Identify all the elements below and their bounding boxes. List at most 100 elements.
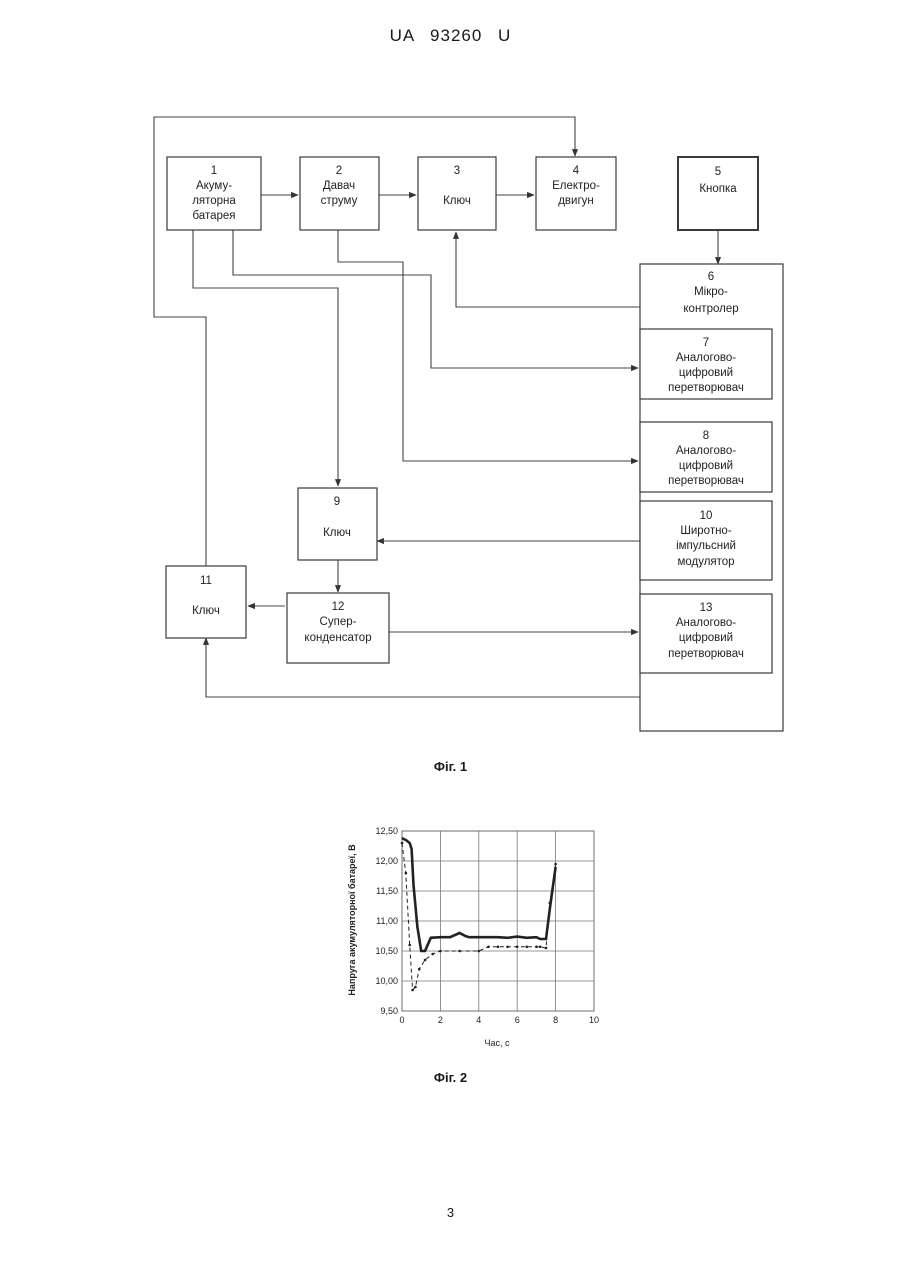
line-2-to-8	[338, 230, 638, 461]
block-8-adc: 8 Аналогово- цифровий перетворювач	[640, 422, 772, 492]
chart-point	[458, 950, 461, 953]
svg-text:Мікро-: Мікро-	[694, 286, 728, 298]
svg-text:Ключ: Ключ	[323, 527, 351, 539]
chart-point	[411, 989, 414, 992]
svg-text:імпульсний: імпульсний	[676, 540, 736, 552]
svg-text:4: 4	[573, 165, 580, 177]
svg-text:Аналогово-: Аналогово-	[676, 352, 736, 364]
block-2-current-sensor: 2 Давач струму	[300, 157, 379, 230]
line-1-to-9	[193, 230, 338, 486]
svg-text:конденсатор: конденсатор	[304, 632, 371, 644]
page-number: 3	[0, 1205, 901, 1220]
block-10-pwm: 10 Широтно- імпульсний модулятор	[640, 501, 772, 580]
block-11-switch: 11 Ключ	[166, 566, 246, 638]
chart-point	[487, 946, 490, 949]
svg-text:12: 12	[332, 601, 345, 613]
chart-y-tick-label: 10,50	[375, 946, 398, 956]
figure-2-caption: Фіг. 2	[0, 1070, 901, 1085]
svg-text:2: 2	[336, 165, 342, 177]
chart-y-tick-label: 10,00	[375, 976, 398, 986]
block-diagram: 1 Акуму- ляторна батарея 2 Давач струму …	[0, 0, 901, 760]
svg-text:6: 6	[708, 271, 714, 283]
chart-x-tick-label: 2	[438, 1015, 443, 1025]
chart-y-label: Напруга акумуляторної батареї, В	[347, 844, 357, 996]
svg-text:13: 13	[700, 602, 713, 614]
svg-text:7: 7	[703, 337, 709, 349]
svg-text:струму: струму	[321, 195, 358, 207]
chart-point	[516, 946, 519, 949]
block-5-button: 5 Кнопка	[678, 157, 758, 230]
chart-point	[401, 842, 404, 845]
svg-text:Ключ: Ключ	[443, 195, 471, 207]
block-1-battery: 1 Акуму- ляторна батарея	[167, 157, 261, 230]
chart-point	[535, 946, 538, 949]
block-4-motor: 4 Електро- двигун	[536, 157, 616, 230]
svg-text:9: 9	[334, 496, 340, 508]
line-6-to-11	[206, 638, 640, 697]
svg-text:Супер-: Супер-	[320, 616, 357, 628]
svg-text:8: 8	[703, 430, 709, 442]
svg-text:11: 11	[200, 575, 212, 587]
chart-grid	[402, 831, 594, 1011]
svg-text:3: 3	[454, 165, 460, 177]
svg-text:батарея: батарея	[192, 210, 235, 222]
chart-point	[408, 944, 411, 947]
chart-point	[549, 902, 552, 905]
chart-point	[431, 953, 434, 956]
chart-x-ticks: 0 2 4 6 8 10	[399, 1015, 599, 1025]
svg-text:перетворювач: перетворювач	[668, 648, 744, 660]
chart-point	[497, 946, 500, 949]
svg-text:Аналогово-: Аналогово-	[676, 617, 736, 629]
svg-text:перетворювач: перетворювач	[668, 475, 744, 487]
chart-y-tick-label: 11,50	[376, 886, 398, 896]
svg-text:цифровий: цифровий	[679, 460, 733, 472]
line-1-to-7	[233, 230, 638, 368]
chart-point	[478, 950, 481, 953]
chart-point	[424, 959, 427, 962]
svg-text:Широтно-: Широтно-	[680, 525, 732, 537]
chart-point	[418, 968, 421, 971]
svg-text:ляторна: ляторна	[192, 195, 236, 207]
block-12-supercapacitor: 12 Супер- конденсатор	[287, 593, 389, 663]
svg-text:цифровий: цифровий	[679, 632, 733, 644]
chart-x-tick-label: 6	[515, 1015, 520, 1025]
svg-text:Ключ: Ключ	[192, 605, 220, 617]
svg-text:5: 5	[715, 166, 721, 178]
svg-text:1: 1	[211, 165, 217, 177]
svg-text:двигун: двигун	[558, 195, 594, 207]
svg-text:Акуму-: Акуму-	[196, 180, 232, 192]
chart-point	[414, 986, 417, 989]
chart-point	[405, 872, 408, 875]
chart-x-tick-label: 4	[476, 1015, 481, 1025]
block-9-switch: 9 Ключ	[298, 488, 377, 560]
chart-point	[439, 950, 442, 953]
chart-point	[545, 947, 548, 950]
chart-y-tick-label: 9,50	[380, 1006, 398, 1016]
chart-y-tick-label: 12,00	[375, 856, 398, 866]
svg-text:Кнопка: Кнопка	[699, 183, 737, 195]
figure-1-caption: Фіг. 1	[0, 759, 901, 774]
chart-point	[539, 946, 542, 949]
chart-x-tick-label: 8	[553, 1015, 558, 1025]
svg-text:Аналогово-: Аналогово-	[676, 445, 736, 457]
chart-point	[506, 946, 509, 949]
block-7-adc: 7 Аналогово- цифровий перетворювач	[640, 329, 772, 399]
chart-x-label: Час, с	[484, 1038, 510, 1048]
chart-point	[526, 946, 529, 949]
block-3-switch: 3 Ключ	[418, 157, 496, 230]
svg-text:Давач: Давач	[323, 180, 355, 192]
chart-point	[554, 863, 557, 866]
block-13-adc: 13 Аналогово- цифровий перетворювач	[640, 594, 772, 673]
svg-text:контролер: контролер	[683, 303, 738, 315]
voltage-chart: 9,50 10,00 10,50 11,00 11,50 12,00 12,50 0 2 4 6 8…	[0, 820, 901, 1060]
svg-text:модулятор: модулятор	[677, 556, 734, 568]
svg-text:цифровий: цифровий	[679, 367, 733, 379]
svg-text:10: 10	[700, 510, 713, 522]
chart-y-tick-label: 11,00	[376, 916, 398, 926]
line-6-to-3	[456, 232, 640, 307]
chart-x-tick-label: 10	[589, 1015, 599, 1025]
chart-y-tick-label: 12,50	[375, 826, 398, 836]
chart-x-tick-label: 0	[399, 1015, 404, 1025]
svg-text:перетворювач: перетворювач	[668, 382, 744, 394]
chart-y-ticks: 9,50 10,00 10,50 11,00 11,50 12,00 12,50	[375, 826, 398, 1016]
